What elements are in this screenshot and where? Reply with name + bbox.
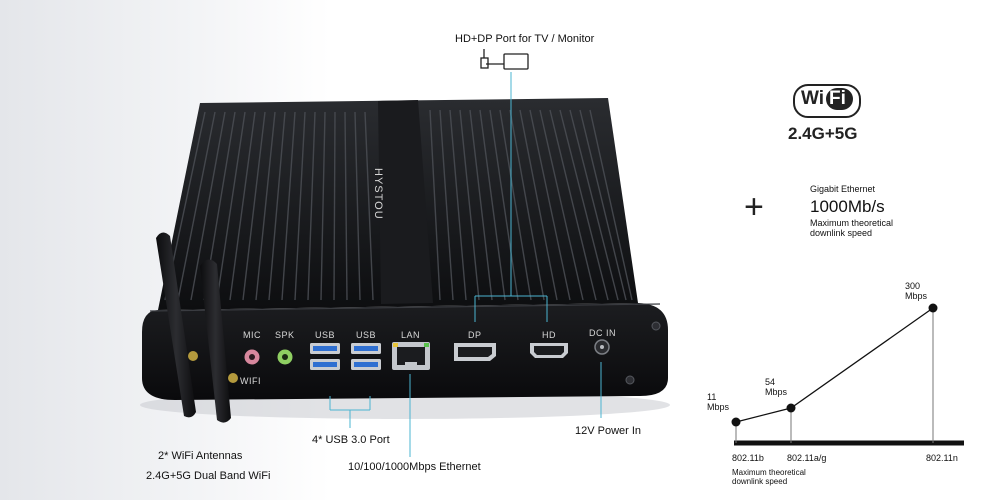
screw [651,321,661,331]
wifi-logo-text-fi: Fi [829,88,846,109]
standard-label-802-11n: 802.11n [926,453,958,463]
wifi-antennas [156,232,231,423]
port-label-mic: MIC [243,330,261,340]
speed-label-300: 300 [905,281,921,291]
port-label-dcin: DC IN [589,328,616,338]
gigabit-title: Gigabit Ethernet [810,184,876,194]
caption-hd-dp: HD+DP Port for TV / Monitor [455,33,595,45]
speed-label-300-unit: Mbps [905,291,928,301]
gigabit-note-line2: downlink speed [810,228,873,238]
mini-pc-illustration [140,49,670,457]
speed-point-802-11ag [786,403,796,413]
standard-label-802-11ag: 802.11a/g [787,453,827,463]
screw [625,375,635,385]
speed-footnote-line2: downlink speed [732,477,788,486]
usb-ports-right [351,343,381,370]
port-label-lan: LAN [401,330,421,340]
monitor-cable-icon [480,49,529,70]
wifi-logo-badge: Wi Fi [793,84,861,118]
wifi-connector [228,373,238,383]
caption-ethernet: 10/100/1000Mbps Ethernet [348,461,481,473]
brand-stripe [378,100,433,304]
wifi-connector [188,351,198,361]
speed-label-54: 54 [765,377,776,387]
speed-point-802-11n [928,303,938,313]
caption-dual-band-wifi: 2.4G+5G Dual Band WiFi [146,470,271,482]
callout-lines [329,72,602,457]
gigabit-note-line1: Maximum theoretical [810,218,894,228]
wifi-bands-label: 2.4G+5G [788,124,858,143]
port-label-dp: DP [468,330,482,340]
port-label-spk: SPK [275,330,295,340]
gigabit-speed: 1000Mb/s [810,197,885,216]
caption-wifi-antennas: 2* WiFi Antennas [158,450,243,462]
heatsink-fins [164,109,633,301]
wifi-logo-text-wi: Wi [801,88,825,109]
caption-power: 12V Power In [575,425,642,437]
caption-usb: 4* USB 3.0 Port [312,434,390,446]
speed-label-54-unit: Mbps [765,387,788,397]
usb-ports-left [310,343,340,370]
speed-chart-line [735,307,934,423]
speed-footnote-line1: Maximum theoretical [732,468,806,477]
standard-label-802-11b: 802.11b [732,453,764,463]
port-label-wifi: WIFI [240,376,261,386]
speed-label-11: 11 [707,392,717,402]
port-label-usb-2: USB [356,330,377,340]
port-label-hd: HD [542,330,556,340]
port-label-usb-1: USB [315,330,336,340]
plus-sign: + [744,188,764,226]
speed-point-802-11b [731,417,741,427]
speed-label-11-unit: Mbps [707,402,730,412]
